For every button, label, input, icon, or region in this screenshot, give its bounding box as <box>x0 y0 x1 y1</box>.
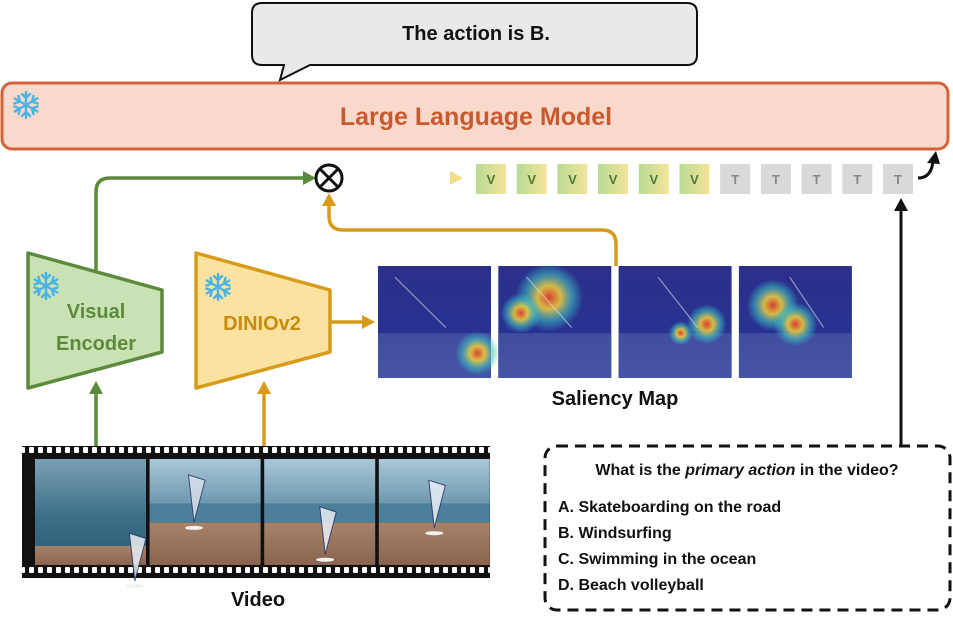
token-label: T <box>894 172 902 187</box>
text-token: T <box>842 164 873 194</box>
saliency-map-frames <box>378 263 852 378</box>
saliency-label: Saliency Map <box>552 388 679 410</box>
video-frame <box>35 459 147 589</box>
visual-token: V <box>557 164 588 194</box>
token-label: T <box>731 172 739 187</box>
question-box: What is the primary action in the video?… <box>543 444 952 612</box>
token-label: V <box>568 172 577 187</box>
video-frame <box>264 459 376 565</box>
option-c: C. Swimming in the ocean <box>558 551 756 568</box>
text-token: T <box>720 164 751 194</box>
saliency-to-fusion-arrow <box>327 204 618 266</box>
visual-token: V <box>679 164 710 194</box>
saliency-frame <box>618 266 732 378</box>
saliency-frame <box>738 266 852 378</box>
option-d: D. Beach volleyball <box>558 577 704 594</box>
text-token: T <box>883 164 913 194</box>
llm-label: Large Language Model <box>340 103 612 131</box>
saliency-frame <box>498 263 612 378</box>
video-label: Video <box>231 589 285 611</box>
visual-token: V <box>476 164 506 194</box>
visual-token: V <box>638 164 669 194</box>
text-token: T <box>760 164 791 194</box>
text-token: T <box>801 164 832 194</box>
encoder-to-fusion-arrow <box>94 176 306 270</box>
token-label: V <box>690 172 699 187</box>
multiply-icon <box>314 163 344 193</box>
token-label: T <box>813 172 821 187</box>
option-b: B. Windsurfing <box>558 525 672 542</box>
token-label: V <box>487 172 496 187</box>
token-label: V <box>609 172 618 187</box>
video-frame <box>149 459 261 565</box>
token-label: T <box>772 172 780 187</box>
visual-token: V <box>598 164 629 194</box>
dino-encoder: DINIOv2 <box>194 251 332 390</box>
visual-encoder-line1: Visual <box>67 301 126 323</box>
visual-token: V <box>516 164 547 194</box>
video-filmstrip <box>22 446 490 589</box>
token-label: T <box>853 172 861 187</box>
video-frame <box>378 459 490 565</box>
llm-block: Large Language Model <box>0 81 950 151</box>
saliency-frame <box>378 266 500 378</box>
speech-bubble: The action is B. <box>251 2 698 82</box>
visual-encoder-line2: Encoder <box>56 333 136 355</box>
option-a: A. Skateboarding on the road <box>558 499 781 516</box>
token-label: V <box>649 172 658 187</box>
visual-encoder: Visual Encoder <box>26 251 164 390</box>
token-label: V <box>527 172 536 187</box>
question-text: What is the primary action in the video? <box>595 462 898 479</box>
speech-bubble-text: The action is B. <box>402 23 550 45</box>
dino-label: DINIOv2 <box>223 313 301 335</box>
